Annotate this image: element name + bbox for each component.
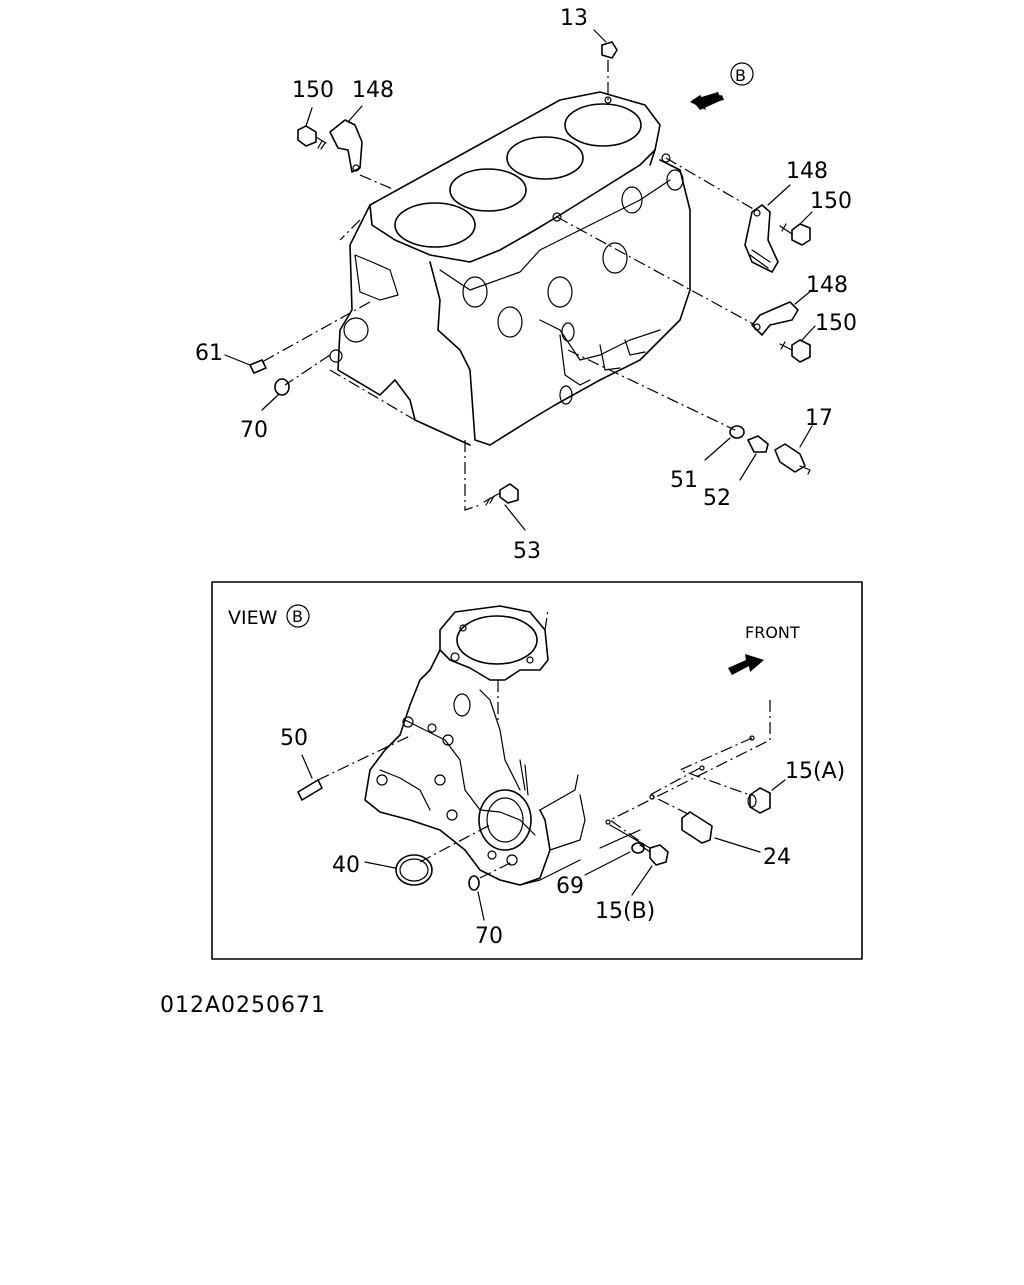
callout-148-right-a: 148: [786, 159, 828, 184]
dowel-part-50: [297, 754, 323, 801]
washer-part-69: [584, 842, 645, 876]
front-label: FRONT: [745, 623, 800, 642]
dowel-part-61: [224, 354, 267, 374]
view-b-marker: B: [292, 607, 303, 626]
bolt-part-150-right-middle: [779, 325, 816, 363]
callout-15a: 15(A): [785, 759, 845, 784]
plug-part-15a: [747, 779, 786, 814]
view-b-frame: [211, 581, 863, 960]
callout-70-lower: 70: [475, 924, 503, 949]
callout-69: 69: [556, 874, 584, 899]
b-marker-top: B: [735, 66, 746, 85]
callout-70-upper: 70: [240, 418, 268, 443]
clip-part-148-right-upper: [744, 184, 791, 273]
callout-51: 51: [670, 468, 698, 493]
callout-53: 53: [513, 539, 541, 564]
plug-part-13: [593, 29, 618, 59]
bolt-part-150-right-upper: [779, 211, 813, 246]
bolt-part-53: [483, 483, 526, 531]
switch-part-17: [774, 425, 813, 475]
callout-150-right-a: 150: [810, 189, 852, 214]
clip-part-148-right-middle: [751, 289, 813, 336]
oring-part-40: [364, 854, 433, 886]
view-direction-arrow-b: [690, 62, 754, 110]
alignment-lines-lower: [317, 700, 771, 879]
callout-40: 40: [332, 853, 360, 878]
plug-part-70-upper: [261, 378, 290, 411]
callout-61: 61: [195, 341, 223, 366]
callout-50: 50: [280, 726, 308, 751]
callout-24: 24: [763, 845, 791, 870]
engine-block-view-b: [364, 605, 586, 886]
callout-15b: 15(B): [595, 899, 655, 924]
fitting-part-52: [739, 435, 769, 481]
front-arrow: [728, 654, 764, 675]
plug-part-70-lower: [468, 875, 485, 921]
callout-150-top: 150: [292, 78, 334, 103]
washer-part-51: [704, 425, 745, 461]
clip-part-148-left: [329, 105, 363, 173]
engine-block-upper: [329, 91, 691, 446]
fitting-part-24: [681, 811, 761, 853]
bolt-part-150-left: [297, 107, 327, 150]
view-b-label: VIEW: [228, 607, 278, 629]
callout-148-right-b: 148: [806, 273, 848, 298]
view-b-marker-circle: [286, 604, 310, 628]
callout-148-top: 148: [352, 78, 394, 103]
callout-17: 17: [805, 406, 833, 431]
callout-150-right-b: 150: [815, 311, 857, 336]
diagram-code: 012A0250671: [160, 993, 326, 1018]
bolt-part-15b: [631, 844, 669, 896]
callout-52: 52: [703, 486, 731, 511]
alignment-lines-upper: [261, 60, 756, 511]
callout-13: 13: [560, 6, 588, 31]
